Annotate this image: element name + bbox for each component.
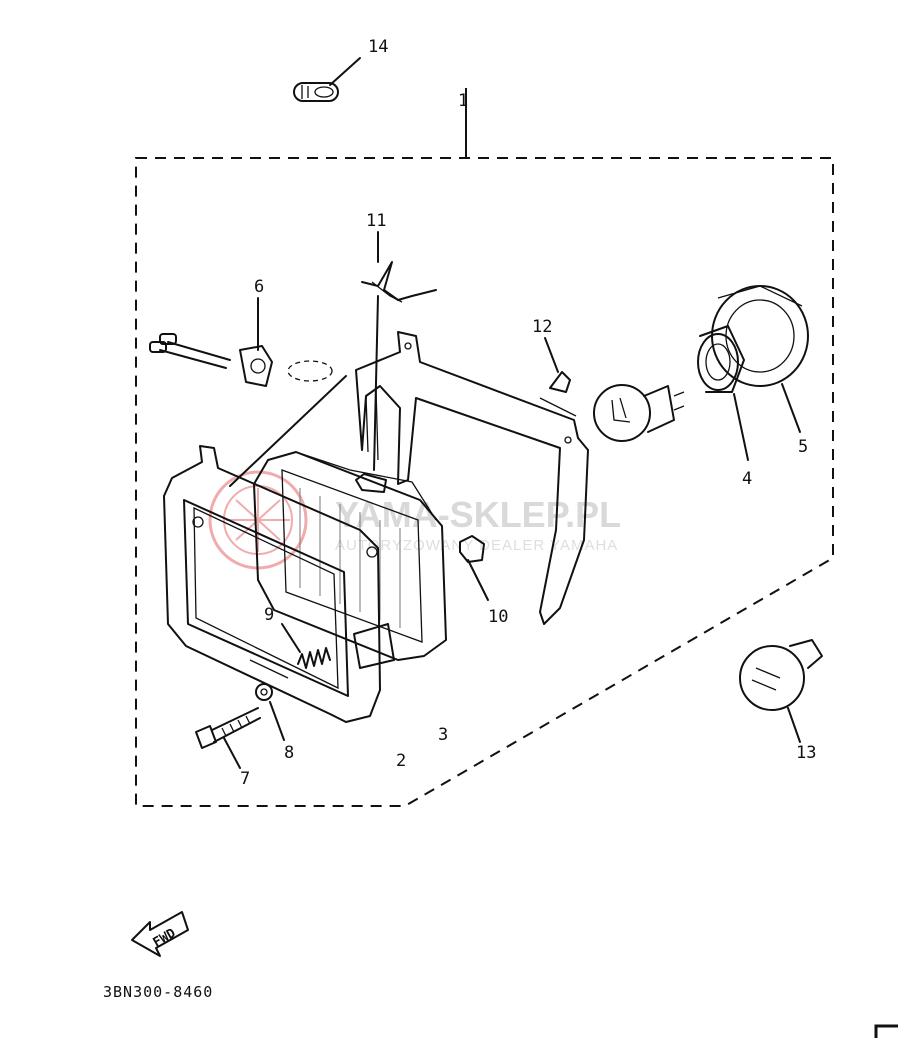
watermark-subtitle: AUTORYZOWANY DEALER YAMAHA [335,537,618,554]
screw-7-icon [195,707,261,769]
watermark-title: YAMA-SKLEP.PL [335,494,621,535]
fwd-arrow-icon: FWD [131,911,189,957]
callout-1: 1 [458,91,468,111]
callout-12: 12 [532,317,552,337]
headlight-rim-2-icon [163,445,395,723]
headlight-unit-3-icon [253,451,447,661]
grommet-12-icon [544,337,571,393]
bulb-14-icon [293,57,361,102]
headlight-bulb-icon [593,384,685,442]
callout-2: 2 [396,751,406,771]
bulb-cover-5-icon [711,285,809,433]
callout-9: 9 [264,605,274,625]
callout-10: 10 [488,607,508,627]
clip-11-icon [361,231,437,471]
callout-8: 8 [284,743,294,763]
callout-11: 11 [366,211,386,231]
callout-13: 13 [796,743,816,763]
socket-6-icon [149,297,347,487]
watermark: YAMA-SKLEP.PL AUTORYZOWANY DEALER YAMAHA [208,470,621,570]
drawing-code: 3BN300-8460 [103,983,214,1001]
corner-mark [874,1024,898,1038]
callout-5: 5 [798,437,808,457]
callout-6: 6 [254,277,264,297]
headlight-case-icon [355,331,589,625]
bulb-13-icon [739,639,823,743]
callout-7: 7 [240,769,250,789]
callout-14: 14 [368,37,388,57]
bulb-socket-4-icon [697,325,749,461]
nut-8-icon [255,683,285,741]
spring-9-icon [281,623,331,669]
callout-3: 3 [438,725,448,745]
callout-4: 4 [742,469,752,489]
assembly-boundary [135,157,834,807]
callout-labels: 14 1 11 6 12 5 4 10 9 3 8 2 7 13 [240,37,816,789]
clip-10-icon [459,535,489,601]
